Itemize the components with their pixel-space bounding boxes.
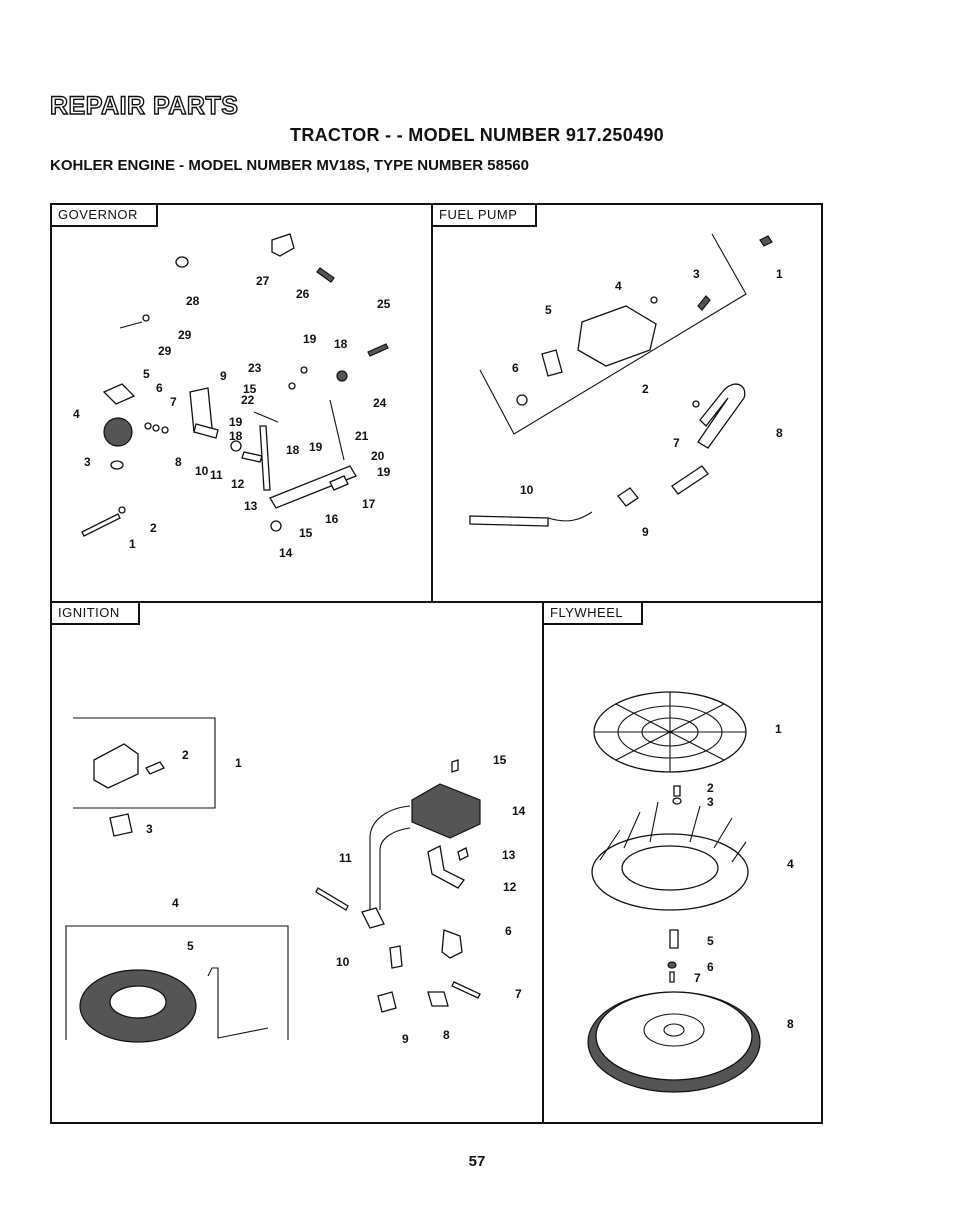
callout-governor-17: 16: [325, 512, 339, 526]
callout-flywheel-1: 1: [775, 722, 782, 736]
callout-governor-13: 13: [244, 499, 258, 513]
callout-governor-3: 3: [84, 455, 91, 469]
callout-ignition-2: 2: [182, 748, 189, 762]
section-label-flywheel: FLYWHEEL: [544, 603, 644, 625]
page-title: REPAIR PARTS: [49, 91, 239, 120]
callout-flywheel-7: 7: [694, 971, 701, 985]
callout-governor-16: 15: [299, 526, 313, 540]
callout-ignition-11: 11: [339, 851, 352, 865]
callout-governor-5: 5: [143, 367, 150, 381]
callout-governor-21: 18: [334, 337, 348, 351]
callout-fuel-pump-5: 5: [545, 303, 552, 317]
callout-governor-30: 24: [373, 396, 387, 410]
governor-drawing: [81, 233, 389, 537]
callout-ignition-10: 10: [336, 955, 350, 969]
callout-flywheel-5: 5: [707, 934, 714, 948]
callout-flywheel-3: 3: [707, 795, 714, 809]
section-label-governor: GOVERNOR: [52, 205, 158, 227]
callout-ignition-9: 9: [402, 1032, 409, 1046]
engine-line: KOHLER ENGINE - MODEL NUMBER MV18S, TYPE…: [50, 157, 529, 174]
callout-governor-15: 15: [243, 382, 257, 396]
section-label-fuel-pump: FUEL PUMP: [433, 205, 538, 227]
parts-frame: [50, 203, 823, 1124]
callout-fuel-pump-6: 6: [512, 361, 519, 375]
callout-governor-1: 1: [129, 537, 136, 551]
callout-governor-20: 18: [286, 443, 300, 457]
callout-flywheel-4: 4: [787, 857, 794, 871]
callout-ignition-12: 12: [503, 880, 517, 894]
callout-governor-8: 8: [175, 455, 182, 469]
flywheel-drawing: [587, 691, 761, 1093]
callout-governor-18: 17: [362, 497, 376, 511]
callout-governor-25: 19: [309, 440, 323, 454]
callout-governor-34: 28: [186, 294, 200, 308]
callout-fuel-pump-7: 7: [673, 436, 680, 450]
divider-middle-horizontal: [50, 601, 823, 603]
page-number: 57: [468, 1153, 486, 1170]
callout-fuel-pump-8: 8: [776, 426, 783, 440]
flywheel-callouts: 123 456 78: [694, 722, 794, 1031]
callout-governor-24: 19: [303, 332, 317, 346]
callout-governor-33: 27: [256, 274, 270, 288]
callout-ignition-4: 4: [172, 896, 179, 910]
ignition-drawing: [65, 717, 481, 1043]
callout-ignition-7: 7: [515, 987, 522, 1001]
callout-ignition-8: 8: [443, 1028, 450, 1042]
callout-governor-9: 9: [220, 369, 227, 383]
callout-fuel-pump-10: 10: [520, 483, 534, 497]
callout-governor-26: 20: [371, 449, 385, 463]
callout-governor-14: 14: [279, 546, 293, 560]
callout-governor-6: 6: [156, 381, 163, 395]
callout-governor-2: 2: [150, 521, 157, 535]
callout-fuel-pump-9: 9: [642, 525, 649, 539]
callout-fuel-pump-4: 4: [615, 279, 622, 293]
callout-flywheel-8: 8: [787, 1017, 794, 1031]
callout-flywheel-2: 2: [707, 781, 714, 795]
callout-governor-27: 21: [355, 429, 369, 443]
callout-governor-7: 7: [170, 395, 177, 409]
callout-governor-29: 23: [248, 361, 262, 375]
callout-ignition-1: 1: [235, 756, 242, 770]
callout-ignition-14: 14: [512, 804, 526, 818]
callout-governor-23: 19: [229, 415, 243, 429]
callout-governor-10: 10: [195, 464, 209, 478]
callout-governor-28: 22: [241, 393, 255, 407]
callout-fuel-pump-1: 1: [776, 267, 783, 281]
callout-governor-35: 29: [178, 328, 192, 342]
callout-ignition-3: 3: [146, 822, 153, 836]
callout-ignition-13: 13: [502, 848, 516, 862]
callout-governor-12: 12: [231, 477, 245, 491]
model-line: TRACTOR - - MODEL NUMBER 917.250490: [290, 125, 664, 145]
section-label-ignition: IGNITION: [52, 603, 140, 625]
divider-top-vertical: [431, 203, 433, 603]
callout-ignition-6: 6: [505, 924, 512, 938]
callout-ignition-5: 5: [187, 939, 194, 953]
callout-flywheel-6: 6: [707, 960, 714, 974]
divider-bottom-vertical: [542, 601, 544, 1124]
callout-governor-11: 11: [210, 468, 223, 482]
callout-fuel-pump-3: 3: [693, 267, 700, 281]
callout-governor-19: 18: [229, 429, 243, 443]
callout-fuel-pump-2: 2: [642, 382, 649, 396]
callout-governor-22: 19: [377, 465, 391, 479]
fuel-pump-callouts: 1 2 3 4 5 6 7 8 9 10: [512, 267, 783, 539]
fuel-pump-drawing: [469, 233, 773, 527]
callout-ignition-15: 15: [493, 753, 507, 767]
callout-governor-32: 26: [296, 287, 310, 301]
callout-governor-4: 4: [73, 407, 80, 421]
callout-governor-31: 25: [377, 297, 391, 311]
callout-governor-36: 29: [158, 344, 172, 358]
